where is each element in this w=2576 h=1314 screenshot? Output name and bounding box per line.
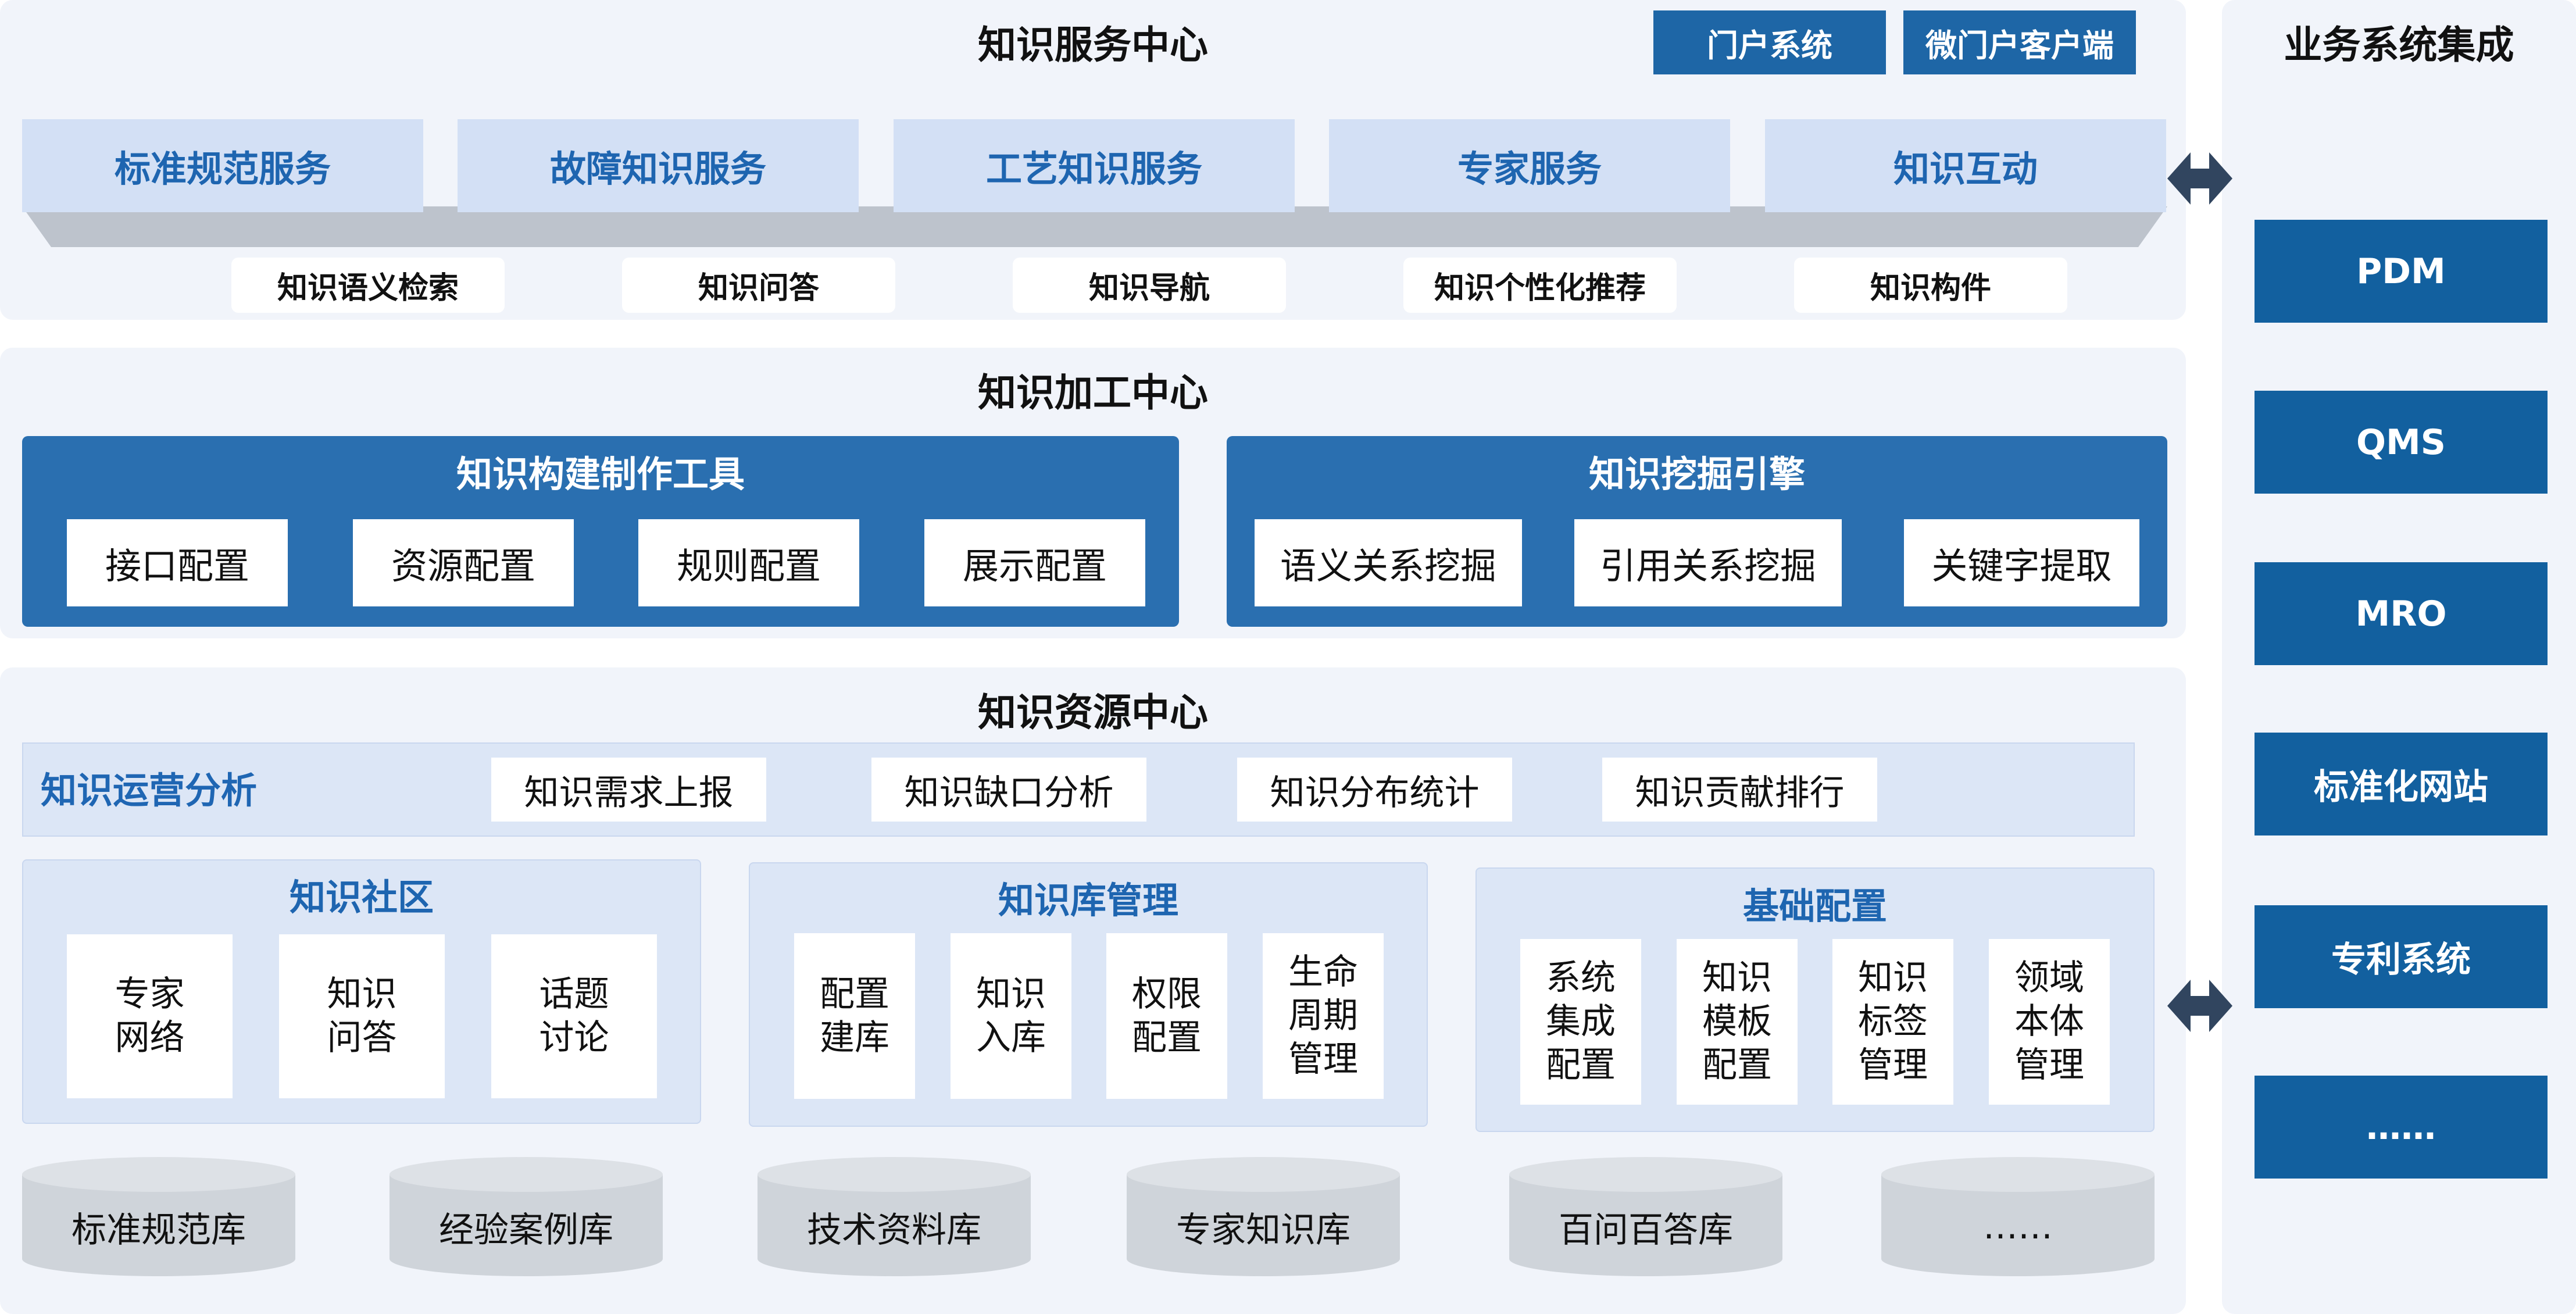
capability-qa[interactable]: 知识问答	[622, 258, 895, 313]
domain-ontology-management[interactable]: 领域 本体 管理	[1989, 939, 2110, 1105]
service-platform	[22, 206, 2167, 247]
capability-navigation[interactable]: 知识导航	[1013, 258, 1286, 313]
db-tech-material[interactable]: 技术资料库	[807, 1209, 981, 1251]
db-more[interactable]: ……	[1983, 1206, 2053, 1247]
integration-title: 业务系统集成	[2284, 23, 2514, 67]
mining-engine-title: 知识挖掘引擎	[1588, 453, 1805, 495]
domain-ontology-management-line-3: 管理	[2014, 1045, 2084, 1086]
topic-discussion-line-2: 讨论	[539, 1017, 609, 1058]
db-expert-knowledge[interactable]: 专家知识库	[1176, 1209, 1350, 1251]
permission-config-line-2: 配置	[1132, 1017, 1202, 1058]
service-fault-knowledge[interactable]: 故障知识服务	[458, 119, 859, 212]
micro-portal-client-button[interactable]: 微门户客户端	[1903, 10, 2136, 74]
interface-config[interactable]: 接口配置	[67, 519, 288, 606]
topic-discussion-line-1: 话题	[539, 974, 609, 1015]
db-faq-cylinder	[1509, 1157, 1782, 1276]
community-qa[interactable]: 知识 问答	[279, 934, 445, 1098]
expert-network-line-2: 网络	[115, 1017, 185, 1058]
operations-analysis-label: 知识运营分析	[41, 769, 258, 812]
bidirectional-arrow-icon	[2167, 980, 2232, 1032]
system-standardization-site[interactable]: 标准化网站	[2255, 733, 2548, 835]
db-faq[interactable]: 百问百答库	[1559, 1209, 1733, 1251]
knowledge-tag-management-line-3: 管理	[1858, 1045, 1928, 1086]
rule-config[interactable]: 规则配置	[638, 519, 859, 606]
db-experience-case[interactable]: 经验案例库	[439, 1209, 613, 1251]
knowledge-tag-management-line-1: 知识	[1858, 958, 1928, 998]
system-integration-config-line-2: 集成	[1546, 1001, 1616, 1042]
db-tech-material-cylinder	[758, 1157, 1031, 1276]
community-title: 知识社区	[289, 876, 434, 919]
capability-component[interactable]: 知识构件	[1794, 258, 2067, 313]
knowledge-template-config[interactable]: 知识 模板 配置	[1677, 939, 1798, 1105]
config-build-library[interactable]: 配置 建库	[794, 933, 915, 1099]
resource-center-title: 知识资源中心	[978, 690, 1208, 735]
system-patent[interactable]: 专利系统	[2255, 905, 2548, 1008]
lifecycle-management-line-3: 管理	[1288, 1039, 1358, 1080]
service-expert[interactable]: 专家服务	[1329, 119, 1730, 212]
system-integration-config-line-3: 配置	[1546, 1045, 1616, 1086]
community-qa-line-1: 知识	[327, 974, 397, 1015]
system-integration-config-line-1: 系统	[1546, 958, 1616, 998]
bidirectional-arrow-icon	[2167, 152, 2232, 205]
service-standard-spec[interactable]: 标准规范服务	[22, 119, 423, 212]
semantic-relation-mining[interactable]: 语义关系挖掘	[1255, 519, 1522, 606]
knowledge-template-config-line-3: 配置	[1702, 1045, 1772, 1086]
db-expert-knowledge-cylinder	[1127, 1157, 1400, 1276]
service-process-knowledge[interactable]: 工艺知识服务	[894, 119, 1295, 212]
domain-ontology-management-line-1: 领域	[2014, 958, 2084, 998]
config-build-library-line-1: 配置	[820, 973, 889, 1015]
lifecycle-management-line-2: 周期	[1288, 995, 1358, 1036]
knowledge-ingest-line-2: 入库	[976, 1017, 1046, 1058]
topic-discussion[interactable]: 话题 讨论	[491, 934, 657, 1098]
expert-network-line-1: 专家	[115, 974, 185, 1015]
keyword-extraction[interactable]: 关键字提取	[1904, 519, 2139, 606]
build-tools-title: 知识构建制作工具	[456, 453, 745, 495]
display-config[interactable]: 展示配置	[924, 519, 1145, 606]
lifecycle-management-line-1: 生命	[1288, 952, 1358, 992]
basic-config-title: 基础配置	[1742, 885, 1887, 927]
library-mgmt-title: 知识库管理	[998, 879, 1178, 922]
domain-ontology-management-line-2: 本体	[2014, 1001, 2084, 1042]
service-knowledge-interaction[interactable]: 知识互动	[1765, 119, 2166, 212]
demand-report[interactable]: 知识需求上报	[491, 758, 766, 822]
citation-relation-mining[interactable]: 引用关系挖掘	[1574, 519, 1842, 606]
service-center-title: 知识服务中心	[978, 23, 1208, 67]
system-pdm[interactable]: PDM	[2255, 220, 2548, 323]
system-more[interactable]: ……	[2255, 1076, 2548, 1179]
knowledge-ingest[interactable]: 知识 入库	[951, 933, 1071, 1099]
db-standard-spec[interactable]: 标准规范库	[72, 1209, 246, 1251]
knowledge-tag-management[interactable]: 知识 标签 管理	[1832, 939, 1953, 1105]
distribution-stats[interactable]: 知识分布统计	[1237, 758, 1512, 822]
db-experience-case-cylinder	[390, 1157, 663, 1276]
expert-network[interactable]: 专家 网络	[67, 934, 233, 1098]
system-qms[interactable]: QMS	[2255, 391, 2548, 494]
resource-config[interactable]: 资源配置	[353, 519, 574, 606]
knowledge-template-config-line-1: 知识	[1702, 958, 1772, 998]
community-qa-line-2: 问答	[327, 1017, 397, 1058]
db-more-cylinder	[1881, 1157, 2155, 1276]
knowledge-tag-management-line-2: 标签	[1858, 1001, 1928, 1042]
capability-semantic-search[interactable]: 知识语义检索	[231, 258, 505, 313]
capability-personalized-recommend[interactable]: 知识个性化推荐	[1403, 258, 1677, 313]
portal-system-button[interactable]: 门户系统	[1653, 10, 1886, 74]
permission-config[interactable]: 权限 配置	[1106, 933, 1227, 1099]
config-build-library-line-2: 建库	[820, 1017, 889, 1058]
knowledge-template-config-line-2: 模板	[1702, 1001, 1772, 1042]
system-mro[interactable]: MRO	[2255, 562, 2548, 665]
gap-analysis[interactable]: 知识缺口分析	[871, 758, 1146, 822]
db-standard-spec-cylinder	[22, 1157, 295, 1276]
knowledge-ingest-line-1: 知识	[976, 973, 1046, 1015]
contribution-ranking[interactable]: 知识贡献排行	[1602, 758, 1877, 822]
processing-center-title: 知识加工中心	[978, 370, 1208, 415]
lifecycle-management[interactable]: 生命 周期 管理	[1263, 933, 1384, 1099]
permission-config-line-1: 权限	[1132, 973, 1202, 1015]
system-integration-config[interactable]: 系统 集成 配置	[1520, 939, 1641, 1105]
